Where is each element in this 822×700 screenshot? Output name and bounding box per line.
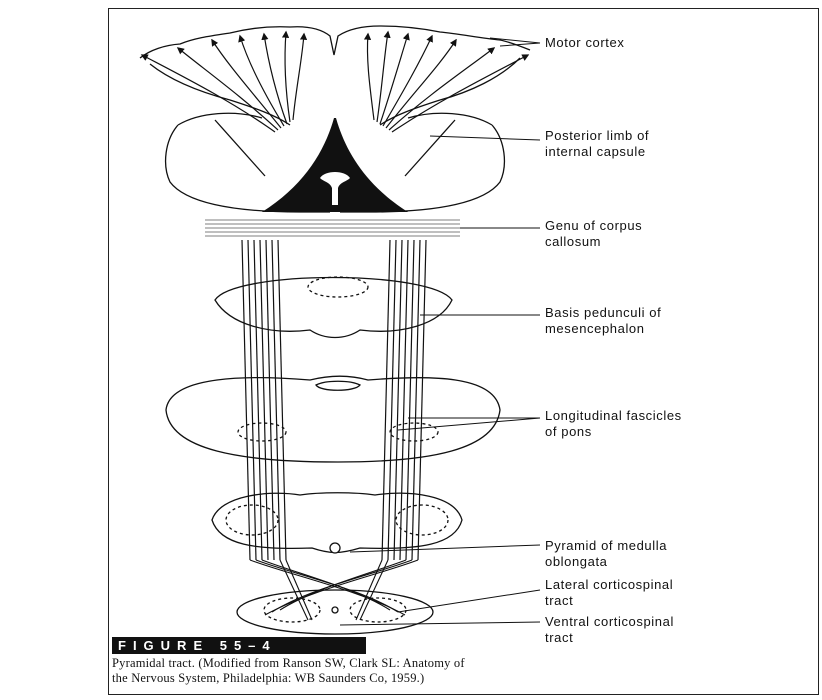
caption-line: Pyramidal tract. (Modified from Ranson S… (112, 656, 812, 671)
left-descending-fibers (242, 240, 286, 560)
right-descending-fibers (382, 240, 426, 560)
label-line: Genu of corpus (545, 218, 642, 234)
motor-cortex (140, 26, 530, 125)
corpus-callosum (205, 220, 460, 236)
figure-caption: Pyramidal tract. (Modified from Ranson S… (112, 656, 812, 686)
label-internal-capsule: Posterior limb of internal capsule (545, 128, 649, 160)
label-pons: Longitudinal fascicles of pons (545, 408, 682, 440)
label-medulla: Pyramid of medulla oblongata (545, 538, 667, 570)
label-line: Posterior limb of (545, 128, 649, 144)
label-lateral-tract: Lateral corticospinal tract (545, 577, 673, 609)
label-line: Ventral corticospinal (545, 614, 674, 630)
label-line: of pons (545, 424, 682, 440)
label-line: Motor cortex (545, 35, 624, 51)
label-line: Pyramid of medulla (545, 538, 667, 554)
label-basis-pedunculi: Basis pedunculi of mesencephalon (545, 305, 661, 337)
label-line: mesencephalon (545, 321, 661, 337)
label-line: Basis pedunculi of (545, 305, 661, 321)
label-line: tract (545, 593, 673, 609)
label-corpus-callosum: Genu of corpus callosum (545, 218, 642, 250)
label-motor-cortex: Motor cortex (545, 35, 624, 51)
right-cortical-fibers (367, 32, 528, 132)
label-line: internal capsule (545, 144, 649, 160)
label-line: Lateral corticospinal (545, 577, 673, 593)
spinal-cord (237, 590, 433, 634)
label-line: oblongata (545, 554, 667, 570)
pons (166, 376, 500, 462)
label-line: callosum (545, 234, 642, 250)
label-ventral-tract: Ventral corticospinal tract (545, 614, 674, 646)
left-cortical-fibers (142, 32, 304, 132)
figure-tag: FIGURE 55–4 (112, 637, 366, 654)
label-line: tract (545, 630, 674, 646)
label-line: Longitudinal fascicles (545, 408, 682, 424)
caption-line: the Nervous System, Philadelphia: WB Sau… (112, 671, 812, 686)
